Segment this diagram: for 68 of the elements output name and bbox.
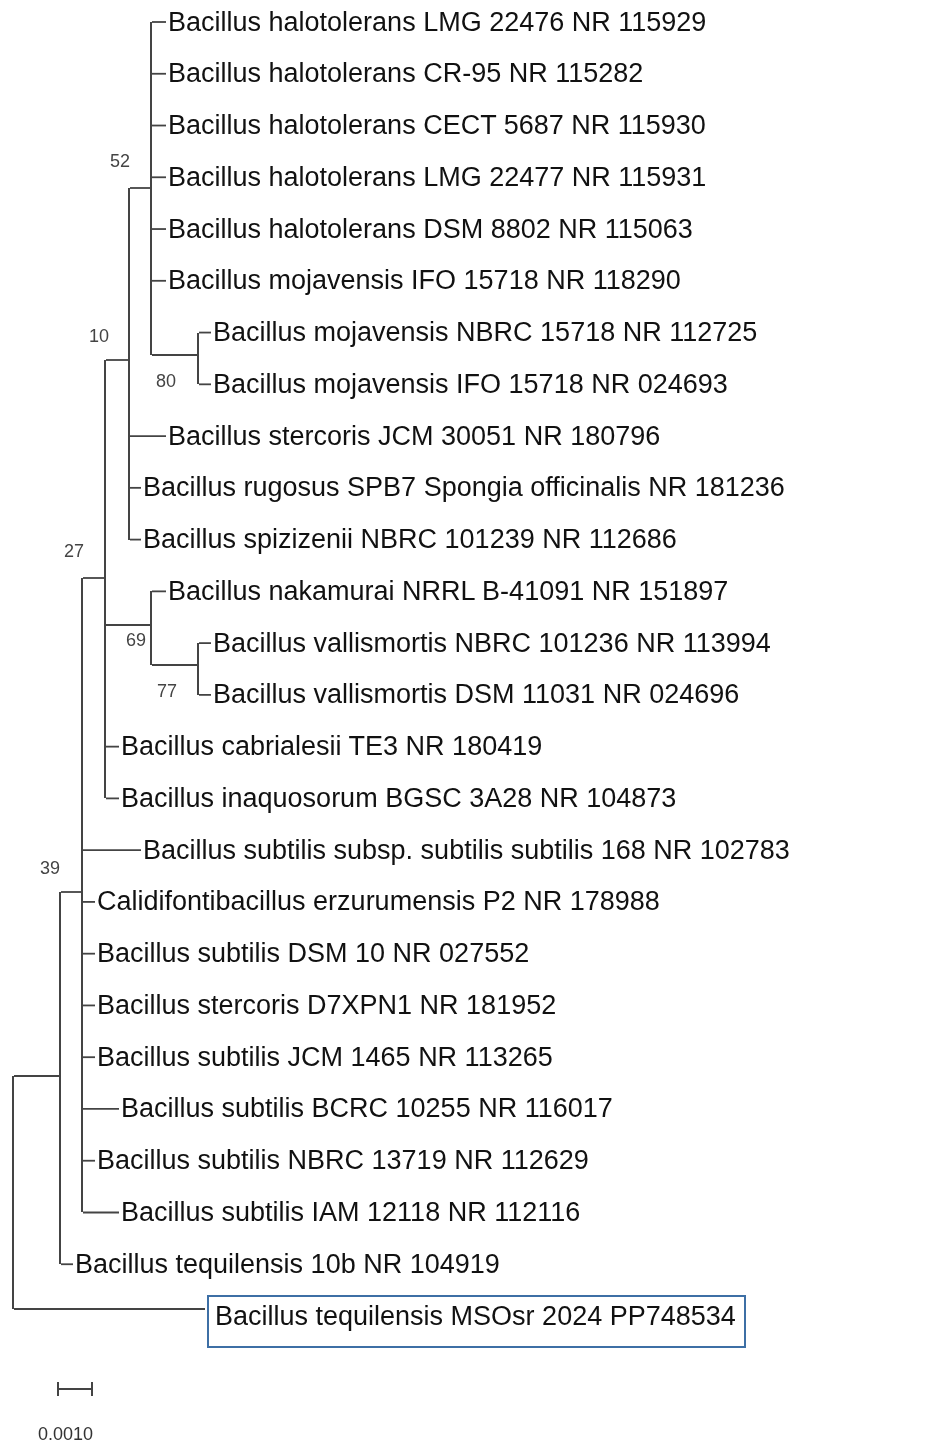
bootstrap-value: 10	[89, 326, 110, 347]
tree-branch	[82, 1108, 120, 1110]
tree-branch	[129, 486, 142, 489]
tree-branch	[60, 891, 82, 893]
tree-branch	[129, 435, 167, 437]
tree-branch	[82, 1004, 96, 1007]
taxon-label: Bacillus subtilis BCRC 10255 NR 116017	[121, 1093, 613, 1125]
tree-branch	[151, 664, 198, 666]
tree-branch	[82, 1159, 96, 1162]
taxon-label: Bacillus nakamurai NRRL B-41091 NR 151897	[168, 575, 729, 607]
tree-branch	[13, 1075, 60, 1077]
taxon-label: Bacillus tequilensis 10b NR 104919	[75, 1248, 500, 1280]
scale-value: 0.0010	[38, 1424, 94, 1444]
tree-branch	[198, 694, 212, 696]
tree-branch	[60, 1263, 74, 1266]
taxon-label: Bacillus vallismortis NBRC 101236 NR 113994	[213, 627, 771, 659]
tree-branch	[105, 624, 151, 626]
taxon-label: Bacillus halotolerans CECT 5687 NR 115930	[168, 110, 706, 142]
tree-branch	[82, 901, 96, 903]
taxon-label: Bacillus subtilis JCM 1465 NR 113265	[97, 1041, 553, 1073]
taxon-label: Bacillus halotolerans LMG 22477 NR 115931	[168, 161, 707, 193]
taxon-label: Bacillus subtilis subsp. subtilis subtilis 168 NR 102783	[143, 834, 790, 866]
taxon-label: Bacillus mojavensis IFO 15718 NR 118290	[168, 265, 681, 297]
tree-branch	[151, 354, 198, 356]
tree-branch	[105, 359, 129, 361]
tree-branch	[151, 279, 167, 282]
tree-branch	[82, 577, 105, 579]
tree-branch	[151, 21, 167, 23]
tree-branch	[151, 590, 167, 593]
taxon-label: Bacillus stercoris D7XPN1 NR 181952	[97, 989, 557, 1021]
tree-branch	[82, 1056, 96, 1059]
taxon-label: Bacillus subtilis DSM 10 NR 027552	[97, 938, 530, 970]
taxon-label: Bacillus mojavensis IFO 15718 NR 024693	[213, 368, 728, 400]
taxon-label: Bacillus vallismortis DSM 11031 NR 024696	[213, 679, 740, 711]
taxon-label: Bacillus spizizenii NBRC 101239 NR 112686	[143, 524, 677, 556]
tree-branch	[151, 124, 167, 127]
tree-branch	[198, 331, 212, 334]
bootstrap-value: 80	[156, 371, 177, 392]
taxon-label: Bacillus halotolerans LMG 22476 NR 115929	[168, 6, 707, 38]
taxon-label: Bacillus halotolerans DSM 8802 NR 115063	[168, 213, 693, 245]
taxon-label: Bacillus rugosus SPB7 Spongia officinalis NR 181236	[143, 472, 785, 504]
tree-branch	[151, 176, 167, 179]
taxon-label: Calidifontibacillus erzurumensis P2 NR 178988	[97, 886, 660, 918]
taxon-label: Bacillus halotolerans CR-95 NR 115282	[168, 58, 644, 90]
tree-branch	[151, 72, 167, 75]
tree-branch	[129, 538, 142, 541]
taxon-label: Bacillus subtilis IAM 12118 NR 112116	[121, 1196, 581, 1228]
tree-branch	[198, 383, 212, 386]
taxon-label: Bacillus stercoris JCM 30051 NR 180796	[168, 420, 661, 452]
bootstrap-value: 77	[157, 681, 178, 702]
tree-branch	[82, 1211, 120, 1214]
highlighted-taxon-label: Bacillus tequilensis MSOsr 2024 PP748534	[207, 1294, 746, 1348]
tree-branch	[82, 849, 142, 852]
tree-branch	[151, 228, 167, 230]
bootstrap-value: 39	[40, 858, 61, 879]
bootstrap-value: 27	[64, 541, 85, 562]
taxon-label: Bacillus subtilis NBRC 13719 NR 112629	[97, 1145, 589, 1177]
taxon-label: Bacillus mojavensis NBRC 15718 NR 112725	[213, 317, 758, 349]
tree-branch	[13, 1308, 206, 1310]
tree-branch	[105, 797, 120, 800]
bootstrap-value: 52	[110, 151, 131, 172]
tree-branch	[129, 187, 151, 189]
taxon-label: Bacillus cabrialesii TE3 NR 180419	[121, 731, 543, 763]
bootstrap-value: 69	[126, 630, 147, 651]
tree-branch	[82, 952, 96, 955]
taxon-label: Bacillus inaquosorum BGSC 3A28 NR 104873	[121, 782, 677, 814]
tree-branch	[105, 745, 120, 748]
tree-branch	[198, 642, 212, 644]
